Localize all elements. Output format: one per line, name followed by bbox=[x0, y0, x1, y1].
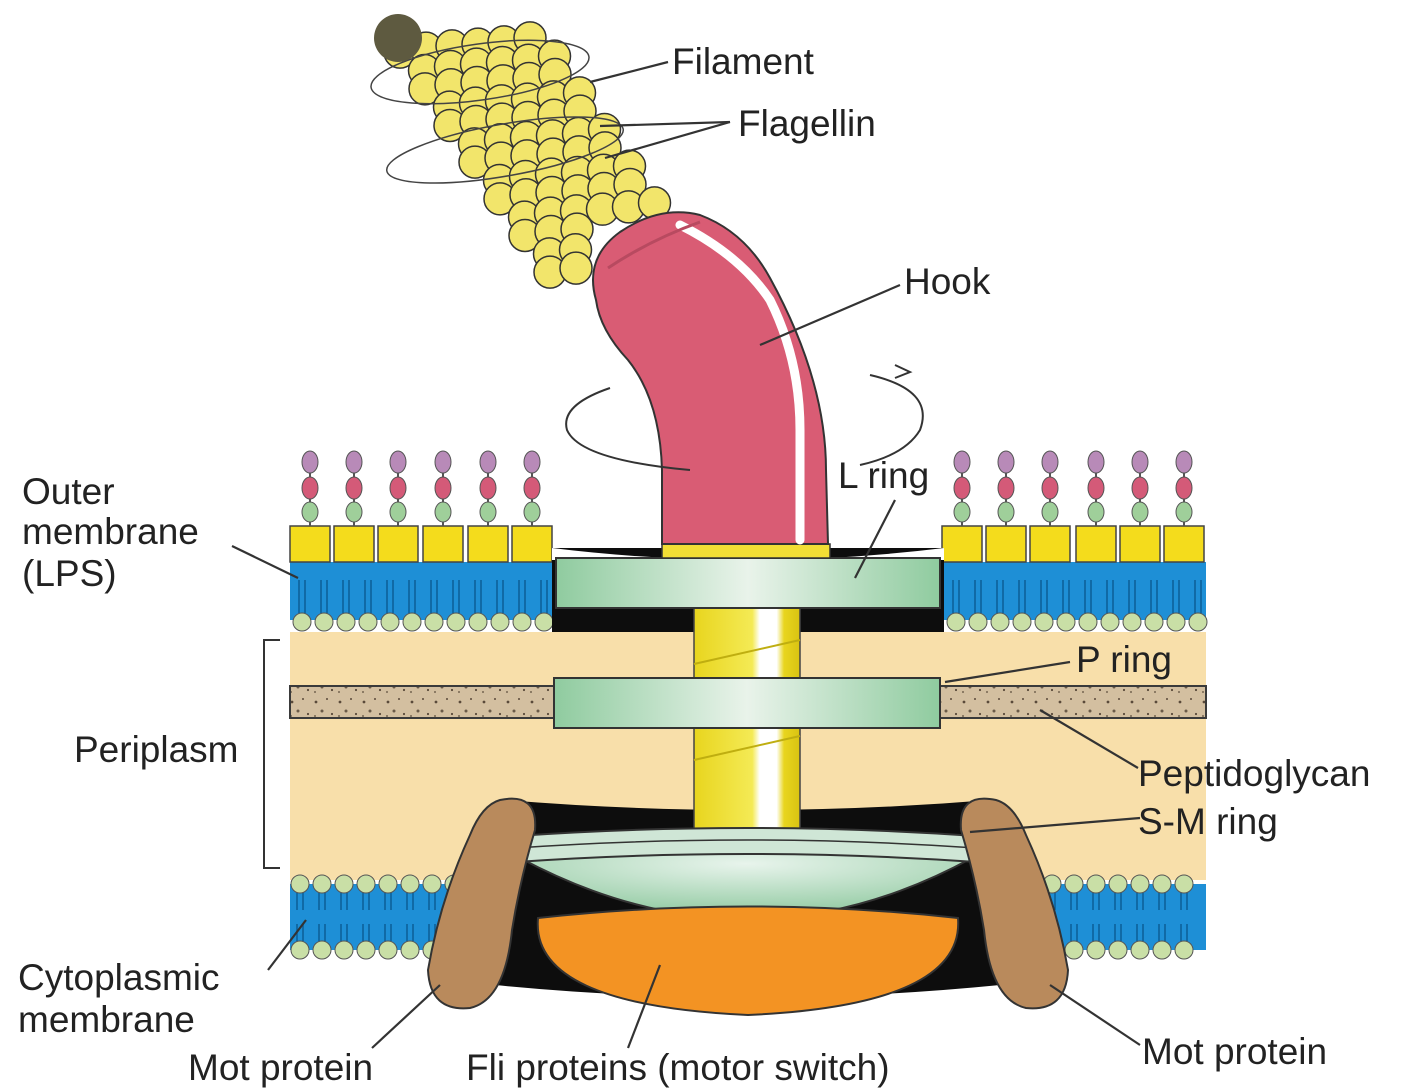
outer-membrane-left bbox=[290, 451, 553, 631]
label-outer-membrane-3: (LPS) bbox=[22, 553, 117, 594]
label-flagellin: Flagellin bbox=[738, 103, 876, 144]
periplasm-bracket bbox=[264, 640, 280, 868]
hook bbox=[593, 212, 828, 544]
label-p-ring: P ring bbox=[1076, 639, 1172, 680]
label-outer-membrane-2: membrane bbox=[22, 511, 199, 552]
filament-tip bbox=[374, 14, 422, 62]
label-mot-protein-left: Mot protein bbox=[188, 1047, 373, 1088]
label-periplasm: Periplasm bbox=[74, 729, 239, 770]
label-cytoplasmic-2: membrane bbox=[18, 999, 195, 1040]
outer-membrane-right bbox=[942, 451, 1207, 631]
label-l-ring: L ring bbox=[838, 455, 929, 496]
label-cytoplasmic-1: Cytoplasmic bbox=[18, 957, 220, 998]
label-fli-proteins: Fli proteins (motor switch) bbox=[466, 1047, 890, 1088]
p-ring bbox=[554, 678, 940, 728]
label-outer-membrane-1: Outer bbox=[22, 471, 115, 512]
l-ring bbox=[556, 558, 940, 608]
label-hook: Hook bbox=[904, 261, 991, 302]
label-sm-ring: S-M ring bbox=[1138, 801, 1278, 842]
label-mot-protein-right: Mot protein bbox=[1142, 1031, 1327, 1072]
label-filament: Filament bbox=[672, 41, 815, 82]
fli-proteins bbox=[538, 907, 959, 1016]
label-peptidoglycan: Peptidoglycan bbox=[1138, 753, 1370, 794]
